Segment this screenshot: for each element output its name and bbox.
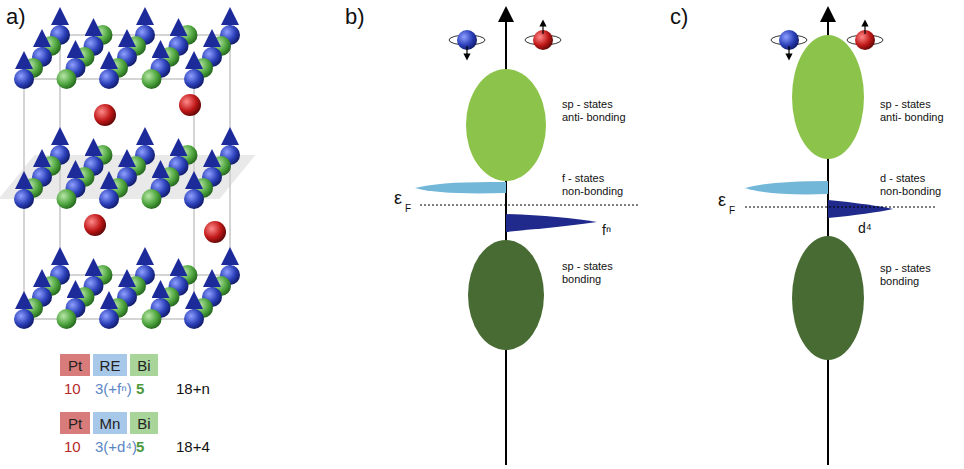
- atom: [57, 189, 77, 209]
- band-label: sp - states anti- bonding: [562, 98, 636, 124]
- spin-arrow: [788, 46, 789, 57]
- band-label: d⁴: [858, 220, 872, 237]
- atom: [14, 189, 34, 209]
- panel-label: c): [670, 4, 688, 30]
- spin-arrow: [466, 46, 467, 57]
- band-label: sp - states bonding: [880, 262, 944, 288]
- fermi-symbol: ε: [394, 188, 402, 210]
- atom: [204, 221, 226, 243]
- atom: [184, 69, 204, 89]
- electron-count: 10: [64, 380, 81, 398]
- atom: [142, 69, 162, 89]
- band-label: d - states non-bonding: [880, 172, 946, 198]
- atom: [94, 104, 116, 126]
- atom: [142, 189, 162, 209]
- element-symbol: Bi: [137, 357, 150, 374]
- element-box: Pt: [60, 412, 90, 434]
- fermi-subscript: F: [729, 205, 735, 217]
- spin-arrow: [864, 23, 865, 34]
- element-symbol: Bi: [137, 415, 150, 432]
- electron-count: 5: [136, 438, 144, 456]
- atom: [57, 309, 77, 329]
- fermi-symbol: ε: [718, 190, 726, 212]
- electron-sum: 18+n: [176, 380, 210, 398]
- atom: [99, 189, 119, 209]
- atom: [99, 309, 119, 329]
- panel-label: a): [6, 4, 26, 30]
- electron-sum: 18+4: [176, 438, 210, 456]
- element-box: Pt: [60, 354, 90, 376]
- band-label: sp - states anti- bonding: [880, 98, 954, 124]
- panel-label: b): [345, 4, 365, 30]
- element-box: Bi: [130, 412, 158, 434]
- plane: [0, 155, 256, 199]
- electron-count: 3(+fⁿ): [95, 380, 132, 398]
- spin-arrow: [542, 23, 543, 34]
- atom: [184, 189, 204, 209]
- element-symbol: Pt: [68, 415, 82, 432]
- atom: [142, 309, 162, 329]
- fermi-subscript: F: [405, 203, 411, 215]
- band-label: fⁿ: [602, 222, 611, 239]
- atom: [179, 94, 201, 116]
- atom: [14, 309, 34, 329]
- atom: [84, 214, 106, 236]
- element-box: Bi: [130, 354, 158, 376]
- element-symbol: RE: [100, 357, 121, 374]
- electron-count: 3(+d⁴): [95, 438, 137, 456]
- atom: [184, 309, 204, 329]
- atom: [99, 69, 119, 89]
- band-label: f - states non-bonding: [562, 172, 628, 198]
- element-box: Mn: [93, 412, 127, 434]
- atom: [57, 69, 77, 89]
- element-symbol: Pt: [68, 357, 82, 374]
- atom: [14, 69, 34, 89]
- band-label: sp - states bonding: [562, 260, 626, 286]
- electron-count: 5: [136, 380, 144, 398]
- element-box: RE: [93, 354, 127, 376]
- element-symbol: Mn: [100, 415, 121, 432]
- electron-count: 10: [64, 438, 81, 456]
